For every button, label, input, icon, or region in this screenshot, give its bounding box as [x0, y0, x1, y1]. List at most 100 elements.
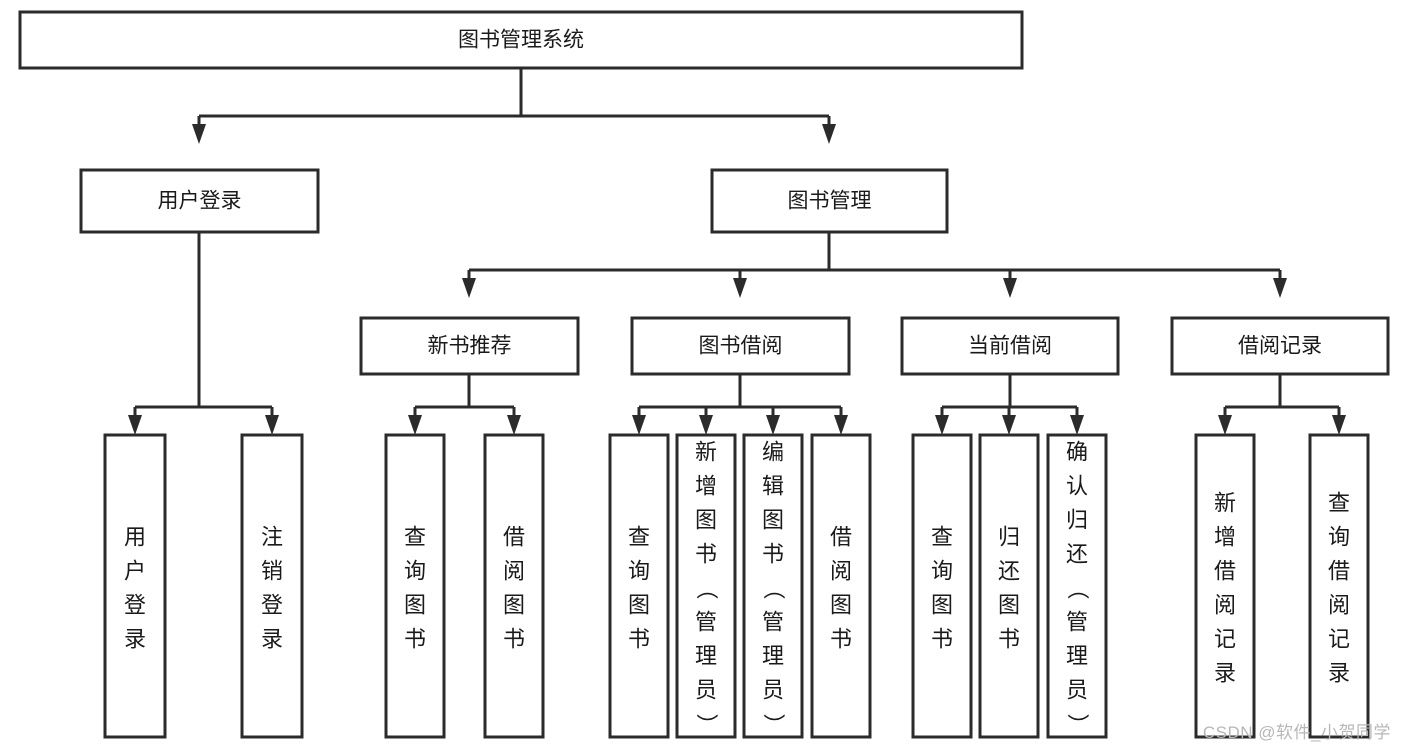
node-label-char: 员 [1066, 678, 1088, 703]
node-label-char: 用 [124, 525, 146, 550]
node-label-char: 借 [1328, 559, 1350, 584]
node-label-char: 书 [830, 627, 852, 652]
node-label-borrow-record: 借阅记录 [1238, 335, 1322, 358]
node-box-leaf-query-books-current[interactable] [911, 433, 973, 739]
arrow-head-icon [1003, 278, 1017, 298]
node-box-book-borrow[interactable] [630, 316, 851, 376]
arrow-head-icon [699, 415, 713, 435]
node-label-char: 增 [695, 474, 717, 499]
node-box-leaf-logout[interactable] [240, 433, 304, 739]
arrow-head-icon [408, 415, 422, 435]
node-box-borrow-record[interactable] [1170, 316, 1390, 376]
node-box-root[interactable] [18, 10, 1024, 70]
node-box-leaf-user-login[interactable] [103, 433, 167, 739]
arrow-head-icon [1218, 415, 1232, 435]
node-label-book-borrow: 图书借阅 [699, 335, 783, 358]
node-label-char: 图 [931, 593, 953, 618]
node-label-char: 记 [1214, 627, 1236, 652]
node-box-leaf-add-book-admin[interactable] [675, 433, 737, 739]
connector-layer [128, 68, 1346, 435]
node-label-char: 管 [762, 610, 784, 635]
node-label-char: 图 [830, 593, 852, 618]
node-label-char: 借 [1214, 559, 1236, 584]
node-label-char: 书 [404, 627, 426, 652]
node-label-char: 户 [124, 559, 146, 584]
arrow-head-icon [1070, 415, 1084, 435]
node-label-char: 阅 [830, 559, 852, 584]
node-leaf-user-login[interactable]: 用户登录 [103, 433, 167, 739]
arrow-head-icon [507, 415, 521, 435]
node-box-leaf-query-books-borrow[interactable] [608, 433, 670, 739]
node-label-char: 销 [261, 559, 283, 584]
node-box-leaf-return-books[interactable] [978, 433, 1040, 739]
node-book-management[interactable]: 图书管理 [710, 168, 949, 234]
node-label-char: 还 [998, 559, 1020, 584]
arrow-head-icon [1332, 415, 1346, 435]
node-box-leaf-confirm-return-admin[interactable] [1046, 433, 1108, 739]
node-label-char: 询 [628, 559, 650, 584]
node-label-char: 录 [261, 627, 283, 652]
node-label-char: （ [761, 578, 786, 600]
node-box-new-book-recommend[interactable] [359, 316, 580, 376]
node-label-char: 登 [261, 593, 283, 618]
arrow-head-icon [834, 415, 848, 435]
node-box-current-borrow[interactable] [900, 316, 1120, 376]
node-user-login[interactable]: 用户登录 [79, 168, 320, 234]
node-box-book-management[interactable] [710, 168, 949, 234]
node-label-root: 图书管理系统 [458, 29, 584, 52]
node-label-char: 书 [628, 627, 650, 652]
connector-root-to-level1 [192, 68, 836, 144]
node-label-char: ） [694, 714, 719, 736]
arrow-head-icon [128, 415, 142, 435]
node-box-leaf-query-borrow-record[interactable] [1308, 433, 1370, 739]
node-label-char: 新 [695, 440, 717, 465]
node-borrow-record[interactable]: 借阅记录 [1170, 316, 1390, 376]
node-label-char: 阅 [503, 559, 525, 584]
node-book-borrow[interactable]: 图书借阅 [630, 316, 851, 376]
node-label-book-management: 图书管理 [788, 190, 872, 213]
node-label-char: 理 [762, 644, 784, 669]
node-label-char: 书 [998, 627, 1020, 652]
arrow-head-icon [192, 124, 206, 144]
node-new-book-recommend[interactable]: 新书推荐 [359, 316, 580, 376]
node-label-char: 录 [1214, 661, 1236, 686]
csdn-watermark: CSDN @软件_小贺同学 [1202, 723, 1391, 742]
connector-management-to-level2 [462, 232, 1287, 298]
node-box-leaf-edit-book-admin[interactable] [742, 433, 804, 739]
node-label-char: 确 [1066, 440, 1088, 465]
node-label-char: 查 [628, 525, 650, 550]
node-label-char: 新 [1214, 491, 1236, 516]
node-label-char: 借 [830, 525, 852, 550]
node-current-borrow[interactable]: 当前借阅 [900, 316, 1120, 376]
node-label-char: 图 [404, 593, 426, 618]
node-label-char: 图 [695, 508, 717, 533]
node-box-leaf-borrow-books-recommend[interactable] [483, 433, 545, 739]
node-label-user-login: 用户登录 [158, 190, 242, 213]
node-label-char: 书 [695, 542, 717, 567]
node-label-char: （ [694, 578, 719, 600]
node-label-char: 记 [1328, 627, 1350, 652]
node-box-leaf-query-books-recommend[interactable] [384, 433, 446, 739]
node-label-char: 员 [762, 678, 784, 703]
node-root[interactable]: 图书管理系统 [18, 10, 1024, 70]
node-box-leaf-add-borrow-record[interactable] [1194, 433, 1256, 739]
node-label-char: 图 [503, 593, 525, 618]
node-label-char: 询 [931, 559, 953, 584]
node-label-char: 书 [762, 542, 784, 567]
node-box-user-login[interactable] [79, 168, 320, 234]
node-label-char: 登 [124, 593, 146, 618]
node-box-leaf-borrow-books-borrow[interactable] [810, 433, 872, 739]
node-label-char: 借 [503, 525, 525, 550]
